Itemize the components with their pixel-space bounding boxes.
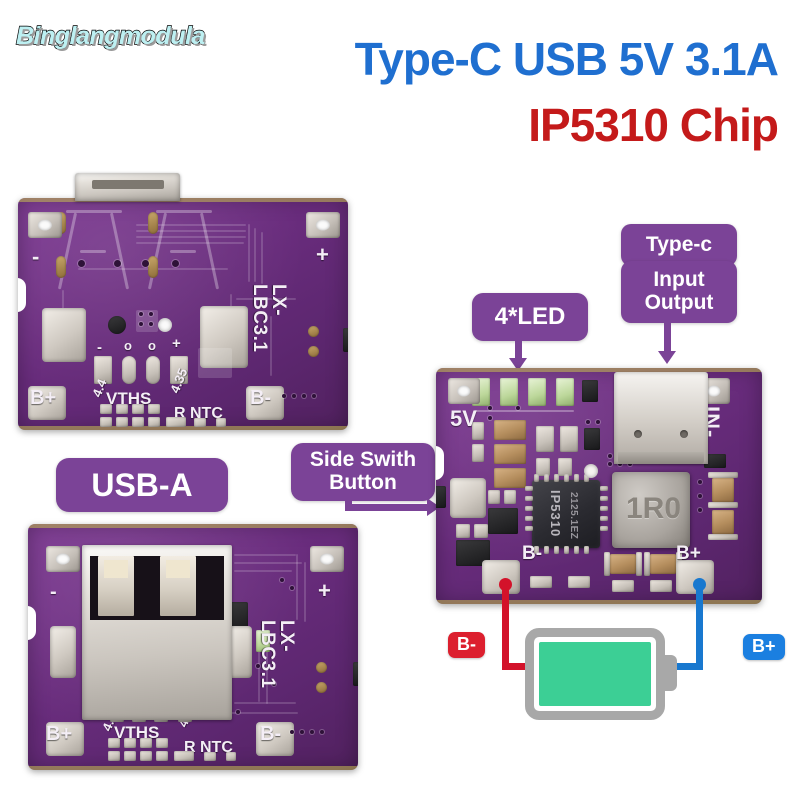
pcb-main-board: IP5310 2125.1EZ 1R0 [436,368,762,604]
product-title-line2: IP5310 Chip [528,99,779,151]
board-notch [18,278,26,312]
product-title-line1: Type-C USB 5V 3.1A [354,33,779,85]
mounting-hole [28,212,62,238]
terminal-badge-bminus: B- [448,632,485,658]
power-inductor [612,472,690,548]
battery-charge-fill [539,642,651,706]
callout-type-c-io: Input Output [621,261,737,323]
terminal-badge-bplus: B+ [743,634,785,660]
pcb-back-side: - o o + - + LX-LBC3.1 B+ B- VTHS 4.4 4.3… [18,198,348,430]
callout-usb-a: USB-A [56,458,228,512]
silk-plus: + [316,242,329,267]
callout-arrowhead-type-c [658,351,676,364]
board-edge-bottom [18,426,348,430]
mounting-hole [46,546,80,572]
mounting-hole [306,212,340,238]
silk-minus: - [32,244,40,269]
callout-arrow-side-switch [345,489,352,511]
mounting-hole [310,546,344,572]
brand-logo: Binglangmodula [15,21,206,50]
wire-bplus-horizontal [652,663,703,670]
status-led [556,378,574,406]
solder-pad-bminus [246,386,284,420]
board-edge-bottom [28,766,358,770]
board-notch [28,606,36,640]
callout-4-led: 4*LED [472,293,588,341]
solder-pad-bplus [28,386,66,420]
callout-side-switch: Side Swith Button [291,443,435,501]
status-led [528,378,546,406]
side-switch[interactable] [450,478,486,518]
board-edge-top [28,524,358,528]
status-led [500,378,518,406]
callout-arrow-side-switch-h [345,504,427,511]
wire-bplus-vertical [696,584,703,670]
solder-pad-bminus [256,722,294,756]
board-edge-top [436,368,762,372]
callout-type-c: Type-c [621,224,737,266]
battery-terminal-tip [663,655,677,691]
battery-icon [525,628,665,720]
solder-pad-bplus [46,722,84,756]
silk-vths: VTHS [106,389,152,408]
mounting-hole [448,378,480,404]
board-edge-top [18,198,348,202]
callout-arrowhead-led [509,358,527,371]
silk-plus: + [318,578,331,603]
wire-bminus-vertical [502,584,509,670]
callout-arrow-led [515,333,522,359]
callout-arrow-type-c [664,314,671,352]
silk-vths: VTHS [114,723,160,742]
ip5310-chip [532,480,600,548]
board-notch [436,446,444,480]
type-c-connector[interactable] [614,372,708,464]
silk-part-number: LX-LBC3.1 [249,284,289,353]
board-edge-bottom [436,600,762,604]
silk-minus: - [50,581,57,603]
